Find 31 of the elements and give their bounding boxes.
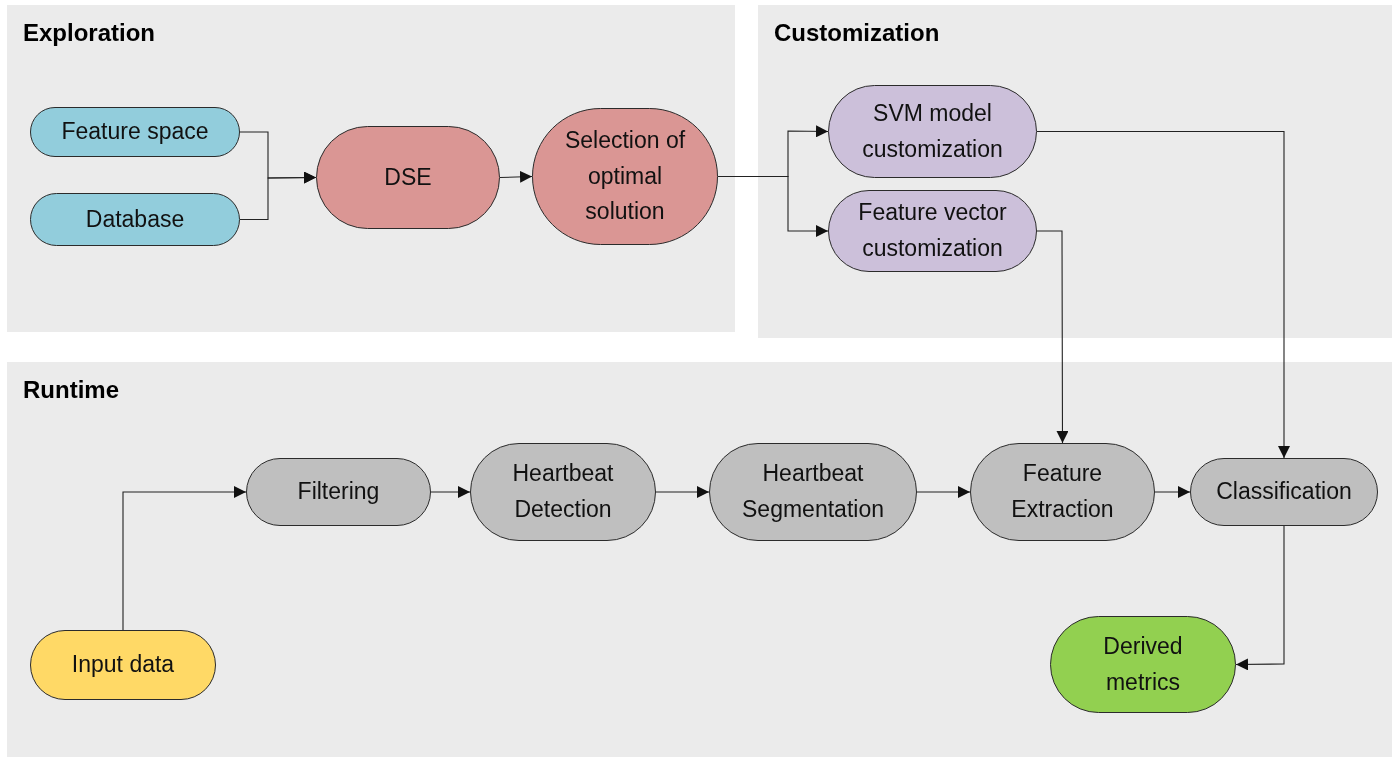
node-label: Selection of optimal solution (563, 126, 687, 227)
node-label: Heartbeat Detection (511, 459, 615, 524)
arrow (655, 486, 710, 498)
node-label: SVM model customization (861, 98, 1004, 164)
process-pill (30, 193, 240, 246)
group-panel (7, 362, 1392, 757)
node-label: Filtering (297, 477, 380, 507)
arrow (1036, 230, 1069, 444)
process-pill (30, 107, 240, 157)
node-label: Classification (1216, 477, 1352, 507)
arrow (239, 171, 317, 221)
node-label: Heartbeat Segmentation (741, 459, 885, 524)
node-label: Database (85, 204, 185, 234)
arrow (916, 486, 971, 498)
arrow (122, 486, 247, 631)
node-label: Derived metrics (1102, 631, 1184, 697)
node-label: Feature Extraction (1010, 459, 1115, 524)
arrow (1036, 130, 1290, 459)
arrow (430, 486, 471, 498)
group-panel (7, 5, 735, 332)
panel-title: Customization (774, 19, 940, 47)
group-panel (758, 5, 1392, 338)
arrow (1154, 486, 1191, 498)
node-label: Feature vector customization (857, 198, 1008, 263)
panel-title: Runtime (23, 376, 119, 404)
arrow (1235, 525, 1285, 671)
node-label: Feature space (61, 117, 209, 147)
arrow (499, 170, 533, 183)
panel-title: Exploration (23, 19, 155, 47)
node-label: DSE (384, 162, 432, 192)
node-label: Input data (71, 650, 175, 680)
